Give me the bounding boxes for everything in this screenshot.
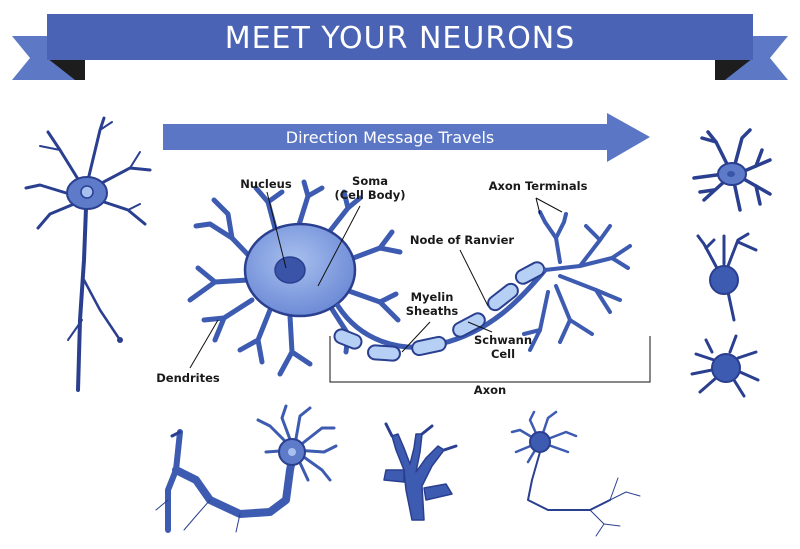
label-dendrites: Dendrites xyxy=(156,371,220,385)
nucleus xyxy=(274,256,306,284)
label-schwann: Schwann xyxy=(474,333,532,347)
myelin-segment xyxy=(333,328,363,350)
myelin-segment xyxy=(367,344,401,362)
label-nucleus: Nucleus xyxy=(240,177,292,191)
label-axon: Axon xyxy=(474,383,506,397)
pyramidal-neuron-left xyxy=(24,116,152,392)
stellate-neuron-right-top xyxy=(692,128,772,212)
leader-lines xyxy=(189,191,651,383)
myelin-segment xyxy=(487,282,519,312)
label-sheaths: Sheaths xyxy=(406,304,459,318)
label-myelin: Myelin xyxy=(411,290,454,304)
label-node-of-ranvier: Node of Ranvier xyxy=(410,233,515,247)
label-axon-terminals: Axon Terminals xyxy=(489,179,588,193)
bipolar-neuron-right-bottom xyxy=(690,334,760,398)
myelin-segment xyxy=(452,312,486,338)
multipolar-neuron-right-middle xyxy=(696,232,758,322)
label-cell-body: (Cell Body) xyxy=(334,188,405,202)
title-banner: MEET YOUR NEURONS xyxy=(12,14,788,80)
diagram-labels: Nucleus Soma (Cell Body) Axon Terminals … xyxy=(156,174,587,397)
arrow-shape xyxy=(163,113,650,162)
banner-main xyxy=(47,14,753,60)
banner-left-shadow xyxy=(47,58,85,80)
axon-terminal-branches xyxy=(522,210,632,352)
purkinje-neuron-bottom-left xyxy=(155,404,338,533)
label-cell: Cell xyxy=(491,347,515,361)
myelin-segment xyxy=(411,335,447,357)
page-title: MEET YOUR NEURONS xyxy=(225,21,576,56)
branched-neuron-bottom-center xyxy=(383,422,458,521)
myelin-segment xyxy=(514,261,546,285)
myelin-sheaths xyxy=(333,261,546,362)
sensory-neuron-bottom-right xyxy=(510,410,641,537)
main-neuron xyxy=(187,179,632,377)
label-soma: Soma xyxy=(352,174,388,188)
banner-right-shadow xyxy=(715,58,753,80)
dendrite-branches xyxy=(187,179,403,377)
direction-arrow: Direction Message Travels xyxy=(163,113,650,162)
direction-label: Direction Message Travels xyxy=(286,128,494,147)
